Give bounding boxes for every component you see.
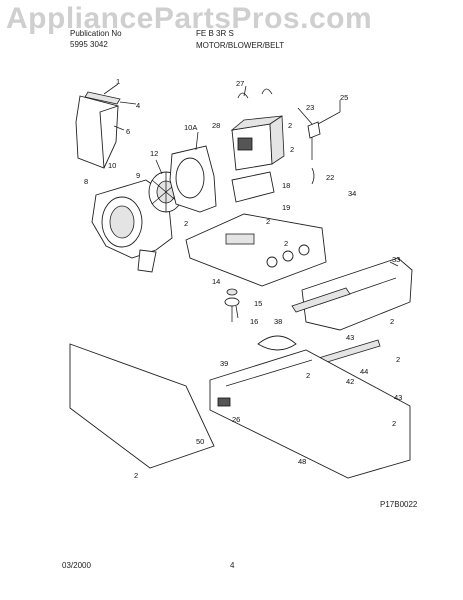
lint-filter-part	[75, 91, 121, 169]
callout-44: 44	[360, 367, 368, 376]
callout-39: 39	[220, 359, 228, 368]
model-series: FE B 3R S	[196, 29, 234, 38]
callout-38: 38	[274, 317, 282, 326]
publication-number: 5995 3042	[70, 40, 108, 49]
callout-50: 50	[196, 437, 204, 446]
callout-15: 15	[254, 299, 262, 308]
callout-23: 23	[306, 103, 314, 112]
callout-43-a: 43	[346, 333, 354, 342]
callout-2-f: 2	[390, 317, 394, 326]
callout-2-b: 2	[288, 121, 292, 130]
watermark: AppliancePartsPros.com	[6, 2, 373, 35]
callout-1: 1	[116, 77, 120, 86]
callout-2-h: 2	[396, 355, 400, 364]
section-title: MOTOR/BLOWER/BELT	[196, 41, 285, 50]
callout-19: 19	[282, 203, 290, 212]
callout-25: 25	[340, 93, 348, 102]
footer-date: 03/2000	[62, 561, 91, 570]
callout-27: 27	[236, 79, 244, 88]
callout-48: 48	[298, 457, 306, 466]
motor-clips-part	[237, 88, 273, 99]
callout-leaders	[103, 83, 399, 319]
callout-2-e: 2	[284, 239, 288, 248]
callout-6: 6	[126, 127, 130, 136]
support-rail-part	[257, 287, 351, 351]
base-panel-part	[301, 257, 413, 331]
bearing-stack-part	[224, 288, 240, 322]
publication-label: Publication No	[70, 29, 122, 38]
callout-10a: 10A	[184, 123, 197, 132]
rear-panel-part	[69, 343, 215, 469]
callout-28: 28	[212, 121, 220, 130]
page-number: 4	[230, 561, 235, 570]
drive-motor-part	[230, 115, 285, 203]
base-frame-part	[209, 349, 411, 479]
callout-2-g: 2	[306, 371, 310, 380]
callout-26: 26	[232, 415, 240, 424]
callout-2-d: 2	[266, 217, 270, 226]
drawing-code: P17B0022	[380, 500, 418, 509]
callout-10: 10	[108, 161, 116, 170]
idler-bracket-part	[307, 111, 341, 185]
callout-18: 18	[282, 181, 290, 190]
callout-2-i: 2	[392, 419, 396, 428]
motor-mount-base-part	[185, 213, 327, 287]
callout-4: 4	[136, 101, 140, 110]
callout-numbers: 1 4 6 10 8 10A 12 9 2 27 28 2 2 23 25 22…	[84, 77, 402, 480]
callout-43-b: 43	[394, 393, 402, 402]
fan-housing-cover-part	[169, 145, 217, 213]
callout-33: 33	[392, 255, 400, 264]
callout-34: 34	[348, 189, 356, 198]
callout-14: 14	[212, 277, 220, 286]
callout-2-a: 2	[184, 219, 188, 228]
callout-2-j: 2	[134, 471, 138, 480]
callout-42: 42	[346, 377, 354, 386]
callout-2-c: 2	[290, 145, 294, 154]
callout-22: 22	[326, 173, 334, 182]
callout-9: 9	[136, 171, 140, 180]
callout-12: 12	[150, 149, 158, 158]
callout-16: 16	[250, 317, 258, 326]
callout-8: 8	[84, 177, 88, 186]
